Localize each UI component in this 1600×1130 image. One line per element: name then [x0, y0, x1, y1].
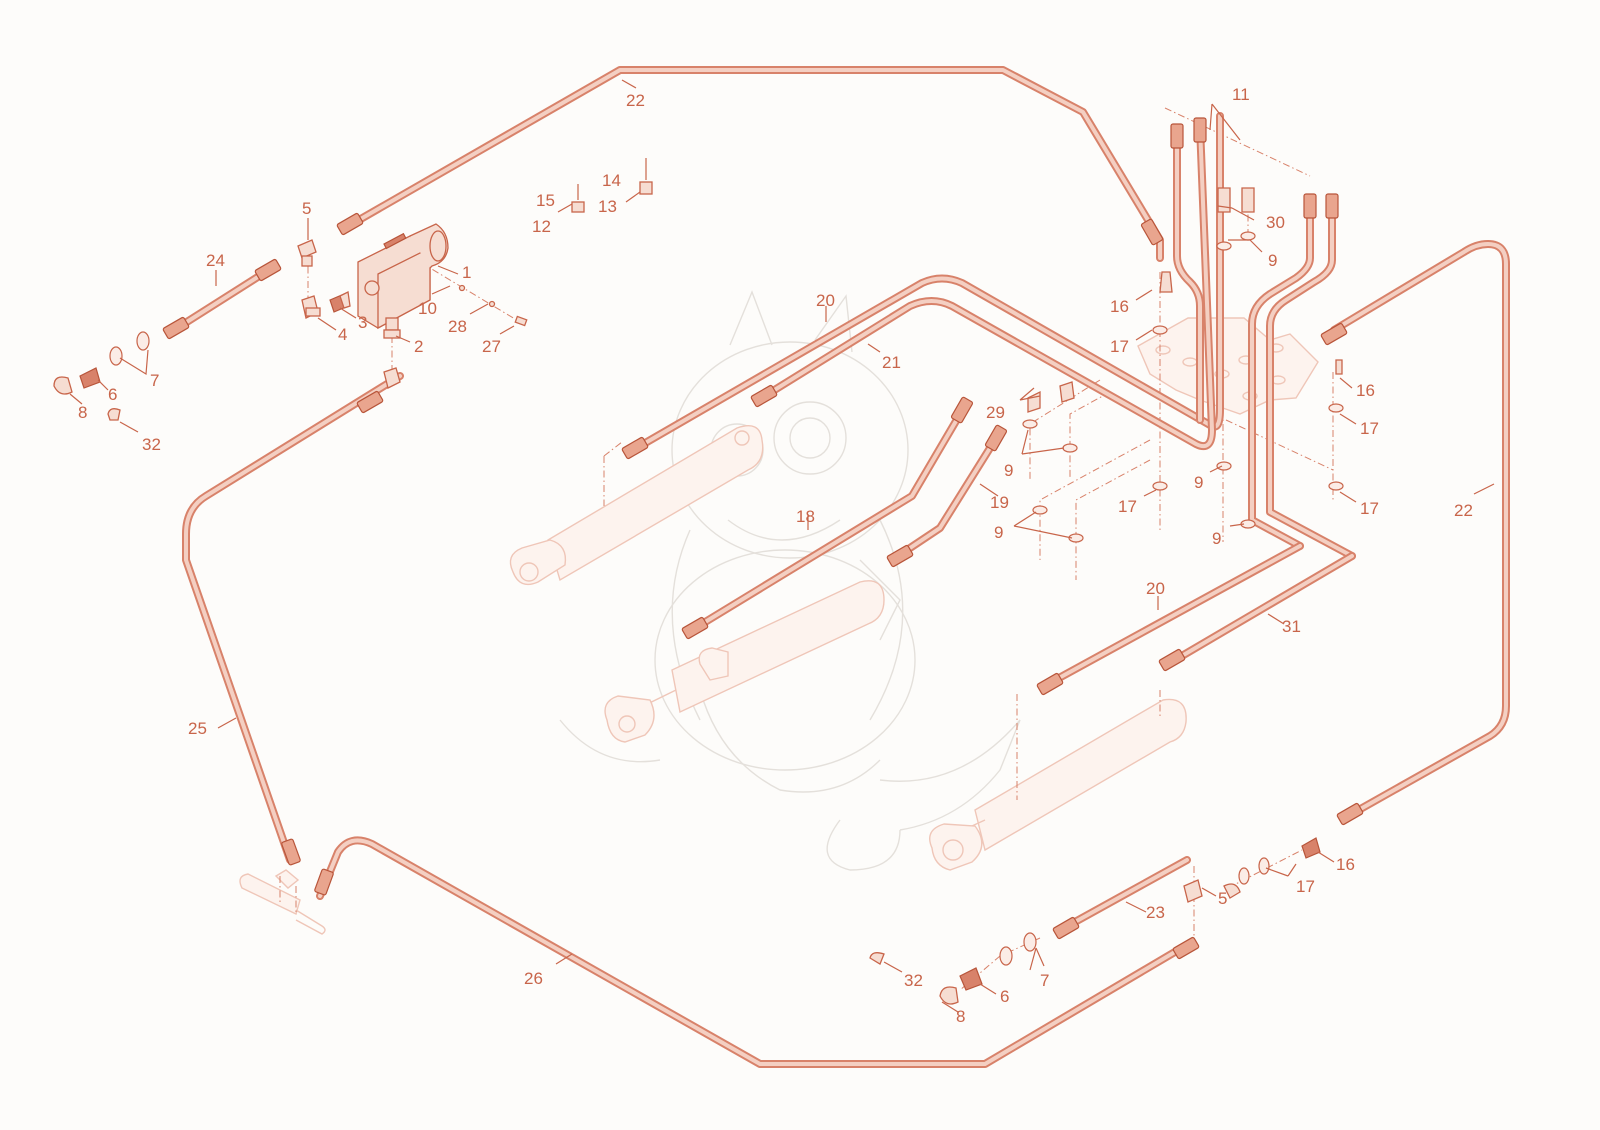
- callout-20b: 20: [1146, 579, 1165, 598]
- callout-3: 3: [358, 313, 367, 332]
- callout-29: 29: [986, 403, 1005, 422]
- callout-16a: 16: [1110, 297, 1129, 316]
- callout-6b: 6: [1000, 987, 1009, 1006]
- callout-2: 2: [414, 337, 423, 356]
- callout-26: 26: [524, 969, 543, 988]
- callout-13: 13: [598, 197, 617, 216]
- callout-9d: 9: [1194, 473, 1203, 492]
- callout-30: 30: [1266, 213, 1285, 232]
- callout-17e: 17: [1296, 877, 1315, 896]
- callout-21: 21: [882, 353, 901, 372]
- callout-28: 28: [448, 317, 467, 336]
- cylinder-upper-left: [509, 425, 764, 586]
- hose-21: [764, 122, 1216, 451]
- callout-5b: 5: [1218, 889, 1227, 908]
- callout-17a: 17: [1110, 337, 1129, 356]
- callout-16c: 16: [1336, 855, 1355, 874]
- hose-11-loop-left: [1173, 124, 1204, 424]
- callout-6a: 6: [108, 385, 117, 404]
- callout-8a: 8: [78, 403, 87, 422]
- hose-20-lower: [1044, 542, 1304, 688]
- callout-1: 1: [462, 263, 471, 282]
- callout-25: 25: [188, 719, 207, 738]
- callout-12: 12: [532, 217, 551, 236]
- hose-20-upper: [636, 112, 1224, 450]
- callout-24: 24: [206, 251, 225, 270]
- callout-14: 14: [602, 171, 621, 190]
- callout-17c: 17: [1360, 499, 1379, 518]
- callout-27: 27: [482, 337, 501, 356]
- hose-23: [1060, 856, 1191, 932]
- hose-11-loop-right-outer: [1266, 202, 1356, 560]
- callout-7a: 7: [150, 371, 159, 390]
- hose-26: [316, 836, 1189, 1068]
- callout-9e: 9: [1212, 529, 1221, 548]
- hoses: [167, 66, 1510, 1068]
- callout-8b: 8: [956, 1007, 965, 1026]
- callout-10: 10: [418, 299, 437, 318]
- hose-ferrules: [162, 117, 1364, 960]
- callout-22b: 22: [1454, 501, 1473, 520]
- callout-18: 18: [796, 507, 815, 526]
- hose-11-loop-right-inner: [1248, 202, 1314, 550]
- pump-motor-unit: [357, 223, 449, 330]
- callout-23: 23: [1146, 903, 1165, 922]
- leader-lines: [69, 79, 1495, 1013]
- callout-11: 11: [1232, 85, 1250, 104]
- callout-9a: 9: [1268, 251, 1277, 270]
- callout-17d: 17: [1118, 497, 1137, 516]
- hose-24: [167, 264, 276, 336]
- callout-7b: 7: [1040, 971, 1049, 990]
- hose-22-top: [341, 66, 1164, 262]
- hose-22-right: [1330, 240, 1510, 820]
- cylinder-middle: [604, 580, 885, 743]
- small-cylinder-lower-left: [239, 869, 326, 935]
- hose-25: [182, 372, 404, 864]
- callout-19: 19: [990, 493, 1009, 512]
- hose-18: [688, 400, 970, 634]
- cylinder-lower-right: [929, 690, 1187, 871]
- callout-31: 31: [1282, 617, 1301, 636]
- callout-15: 15: [536, 191, 555, 210]
- callout-9b: 9: [1004, 461, 1013, 480]
- callout-17b: 17: [1360, 419, 1379, 438]
- fittings: [53, 158, 1344, 1005]
- callout-16b: 16: [1356, 381, 1375, 400]
- callout-22a: 22: [626, 91, 645, 110]
- callout-9c: 9: [994, 523, 1003, 542]
- callout-5a: 5: [302, 199, 311, 218]
- callout-32b: 32: [904, 971, 923, 990]
- hose-19: [894, 428, 1004, 560]
- callout-20a: 20: [816, 291, 835, 310]
- hose-31: [1171, 552, 1356, 664]
- callout-32a: 32: [142, 435, 161, 454]
- callout-4: 4: [338, 325, 347, 344]
- background-dragon-illustration: [559, 290, 1021, 871]
- callouts: 1 2 3 4 5 5 6 6 7 7 8 8 9 9 9 9 9 10 11 …: [78, 85, 1473, 1026]
